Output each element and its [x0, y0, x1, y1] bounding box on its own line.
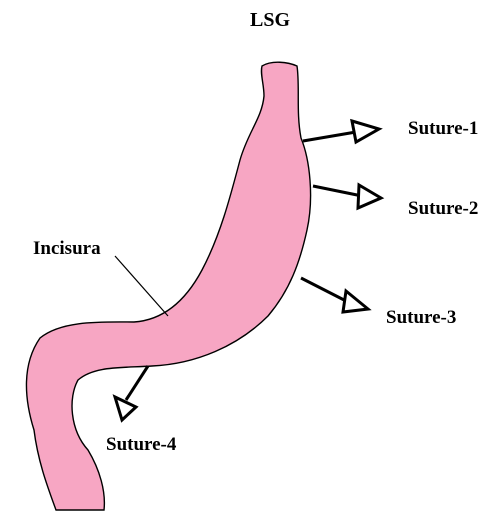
suture-1-arrow: [303, 121, 379, 142]
suture-3-label: Suture-3: [386, 307, 456, 329]
incisura-pointer-line: [115, 256, 168, 316]
suture-4-label: Suture-4: [106, 434, 176, 456]
suture-4-arrow: [115, 366, 148, 420]
suture-3-arrow: [301, 278, 368, 312]
incisura-label: Incisura: [33, 238, 101, 260]
suture-2-arrow: [313, 185, 381, 208]
suture-1-label: Suture-1: [408, 118, 478, 140]
diagram-title: LSG: [250, 9, 290, 32]
suture-2-label: Suture-2: [408, 198, 478, 220]
